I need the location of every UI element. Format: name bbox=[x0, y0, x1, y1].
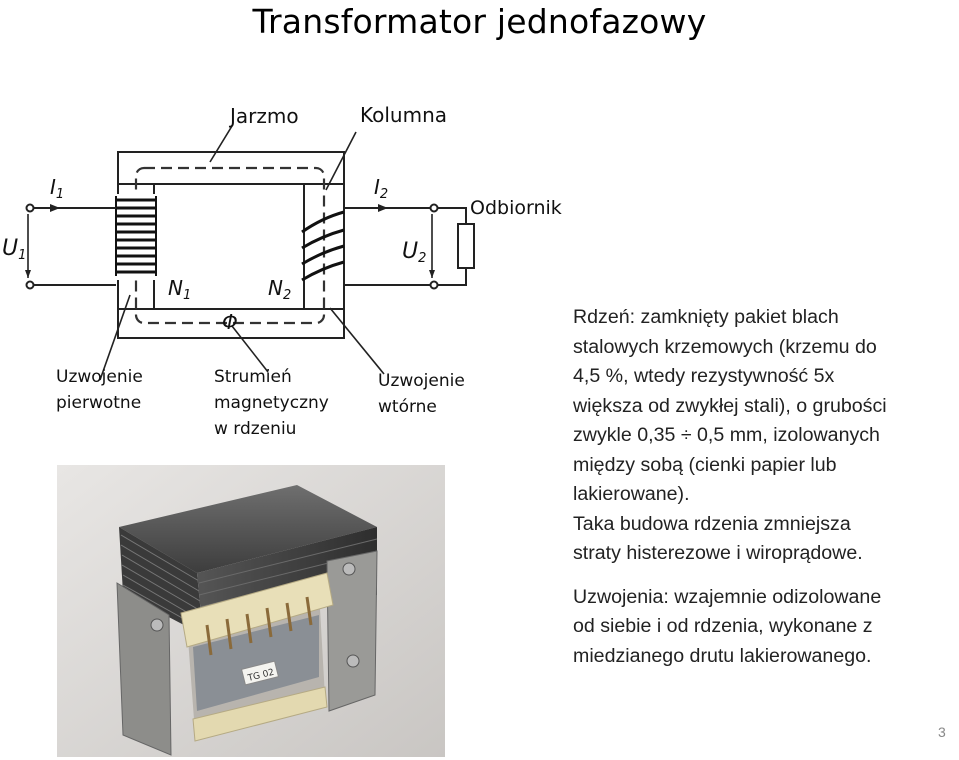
description-text: Rdzeń: zamknięty pakiet blach stalowych … bbox=[573, 303, 953, 671]
load-resistor-icon bbox=[458, 224, 474, 268]
label-n2: N2 bbox=[268, 276, 291, 303]
winding-description-line: miedzianego drutu lakierowanego. bbox=[573, 642, 953, 672]
core-description-line: Rdzeń: zamknięty pakiet blach bbox=[573, 303, 953, 333]
core-description-line: straty histerezowe i wiroprądowe. bbox=[573, 539, 953, 569]
primary-terminal-top bbox=[27, 205, 34, 212]
primary-terminal-bottom bbox=[27, 282, 34, 289]
primary-circuit bbox=[25, 204, 116, 289]
core-description-line: większa od zwykłej stali), o grubości bbox=[573, 392, 953, 422]
load-wire-top bbox=[434, 208, 466, 224]
label-magnetic-flux: Strumień magnetyczny w rdzeniu bbox=[214, 367, 334, 439]
label-flux: Φ bbox=[222, 310, 238, 334]
load-wire-bottom bbox=[434, 268, 466, 285]
label-i2: I2 bbox=[374, 175, 388, 202]
current-i2-arrow-icon bbox=[378, 204, 388, 212]
label-u1: U1 bbox=[2, 236, 26, 263]
core-description-line: Taka budowa rdzenia zmniejsza bbox=[573, 510, 953, 540]
core-description-line: między sobą (cienki papier lub bbox=[573, 451, 953, 481]
label-u2: U2 bbox=[402, 239, 426, 266]
transformer-diagram: Jarzmo Kolumna I1 I2 U1 U2 N1 N2 Φ Odbio… bbox=[0, 90, 600, 450]
page-number: 3 bbox=[938, 724, 946, 740]
transformer-photo: TG 02 bbox=[57, 465, 445, 757]
label-column: Kolumna bbox=[360, 103, 447, 127]
flux-path bbox=[136, 168, 324, 323]
transformer-photo-illustration: TG 02 bbox=[57, 465, 445, 757]
label-primary-winding: Uzwojenie pierwotne bbox=[56, 367, 148, 413]
core-description-line: lakierowane). bbox=[573, 480, 953, 510]
label-n1: N1 bbox=[168, 276, 191, 303]
primary-winding bbox=[116, 194, 156, 280]
label-i1: I1 bbox=[50, 175, 64, 202]
secondary-terminal-bottom bbox=[431, 282, 438, 289]
label-load: Odbiornik bbox=[470, 197, 562, 219]
label-secondary-winding: Uzwojenie wtórne bbox=[378, 371, 470, 417]
secondary-terminal-top bbox=[431, 205, 438, 212]
voltage-u2-arrow-icon bbox=[429, 270, 435, 278]
core-description-line: zwykle 0,35 ÷ 0,5 mm, izolowanych bbox=[573, 421, 953, 451]
core-description-line: stalowych krzemowych (krzemu do bbox=[573, 333, 953, 363]
current-i1-arrow-icon bbox=[50, 204, 60, 212]
winding-description-line: Uzwojenia: wzajemnie odizolowane bbox=[573, 583, 953, 613]
label-yoke: Jarzmo bbox=[228, 104, 299, 128]
winding-description-line: od siebie i od rdzenia, wykonane z bbox=[573, 612, 953, 642]
voltage-u1-arrow-icon bbox=[25, 270, 31, 278]
core-description-line: 4,5 %, wtedy rezystywność 5x bbox=[573, 362, 953, 392]
slide-title: Transformator jednofazowy bbox=[0, 2, 959, 41]
